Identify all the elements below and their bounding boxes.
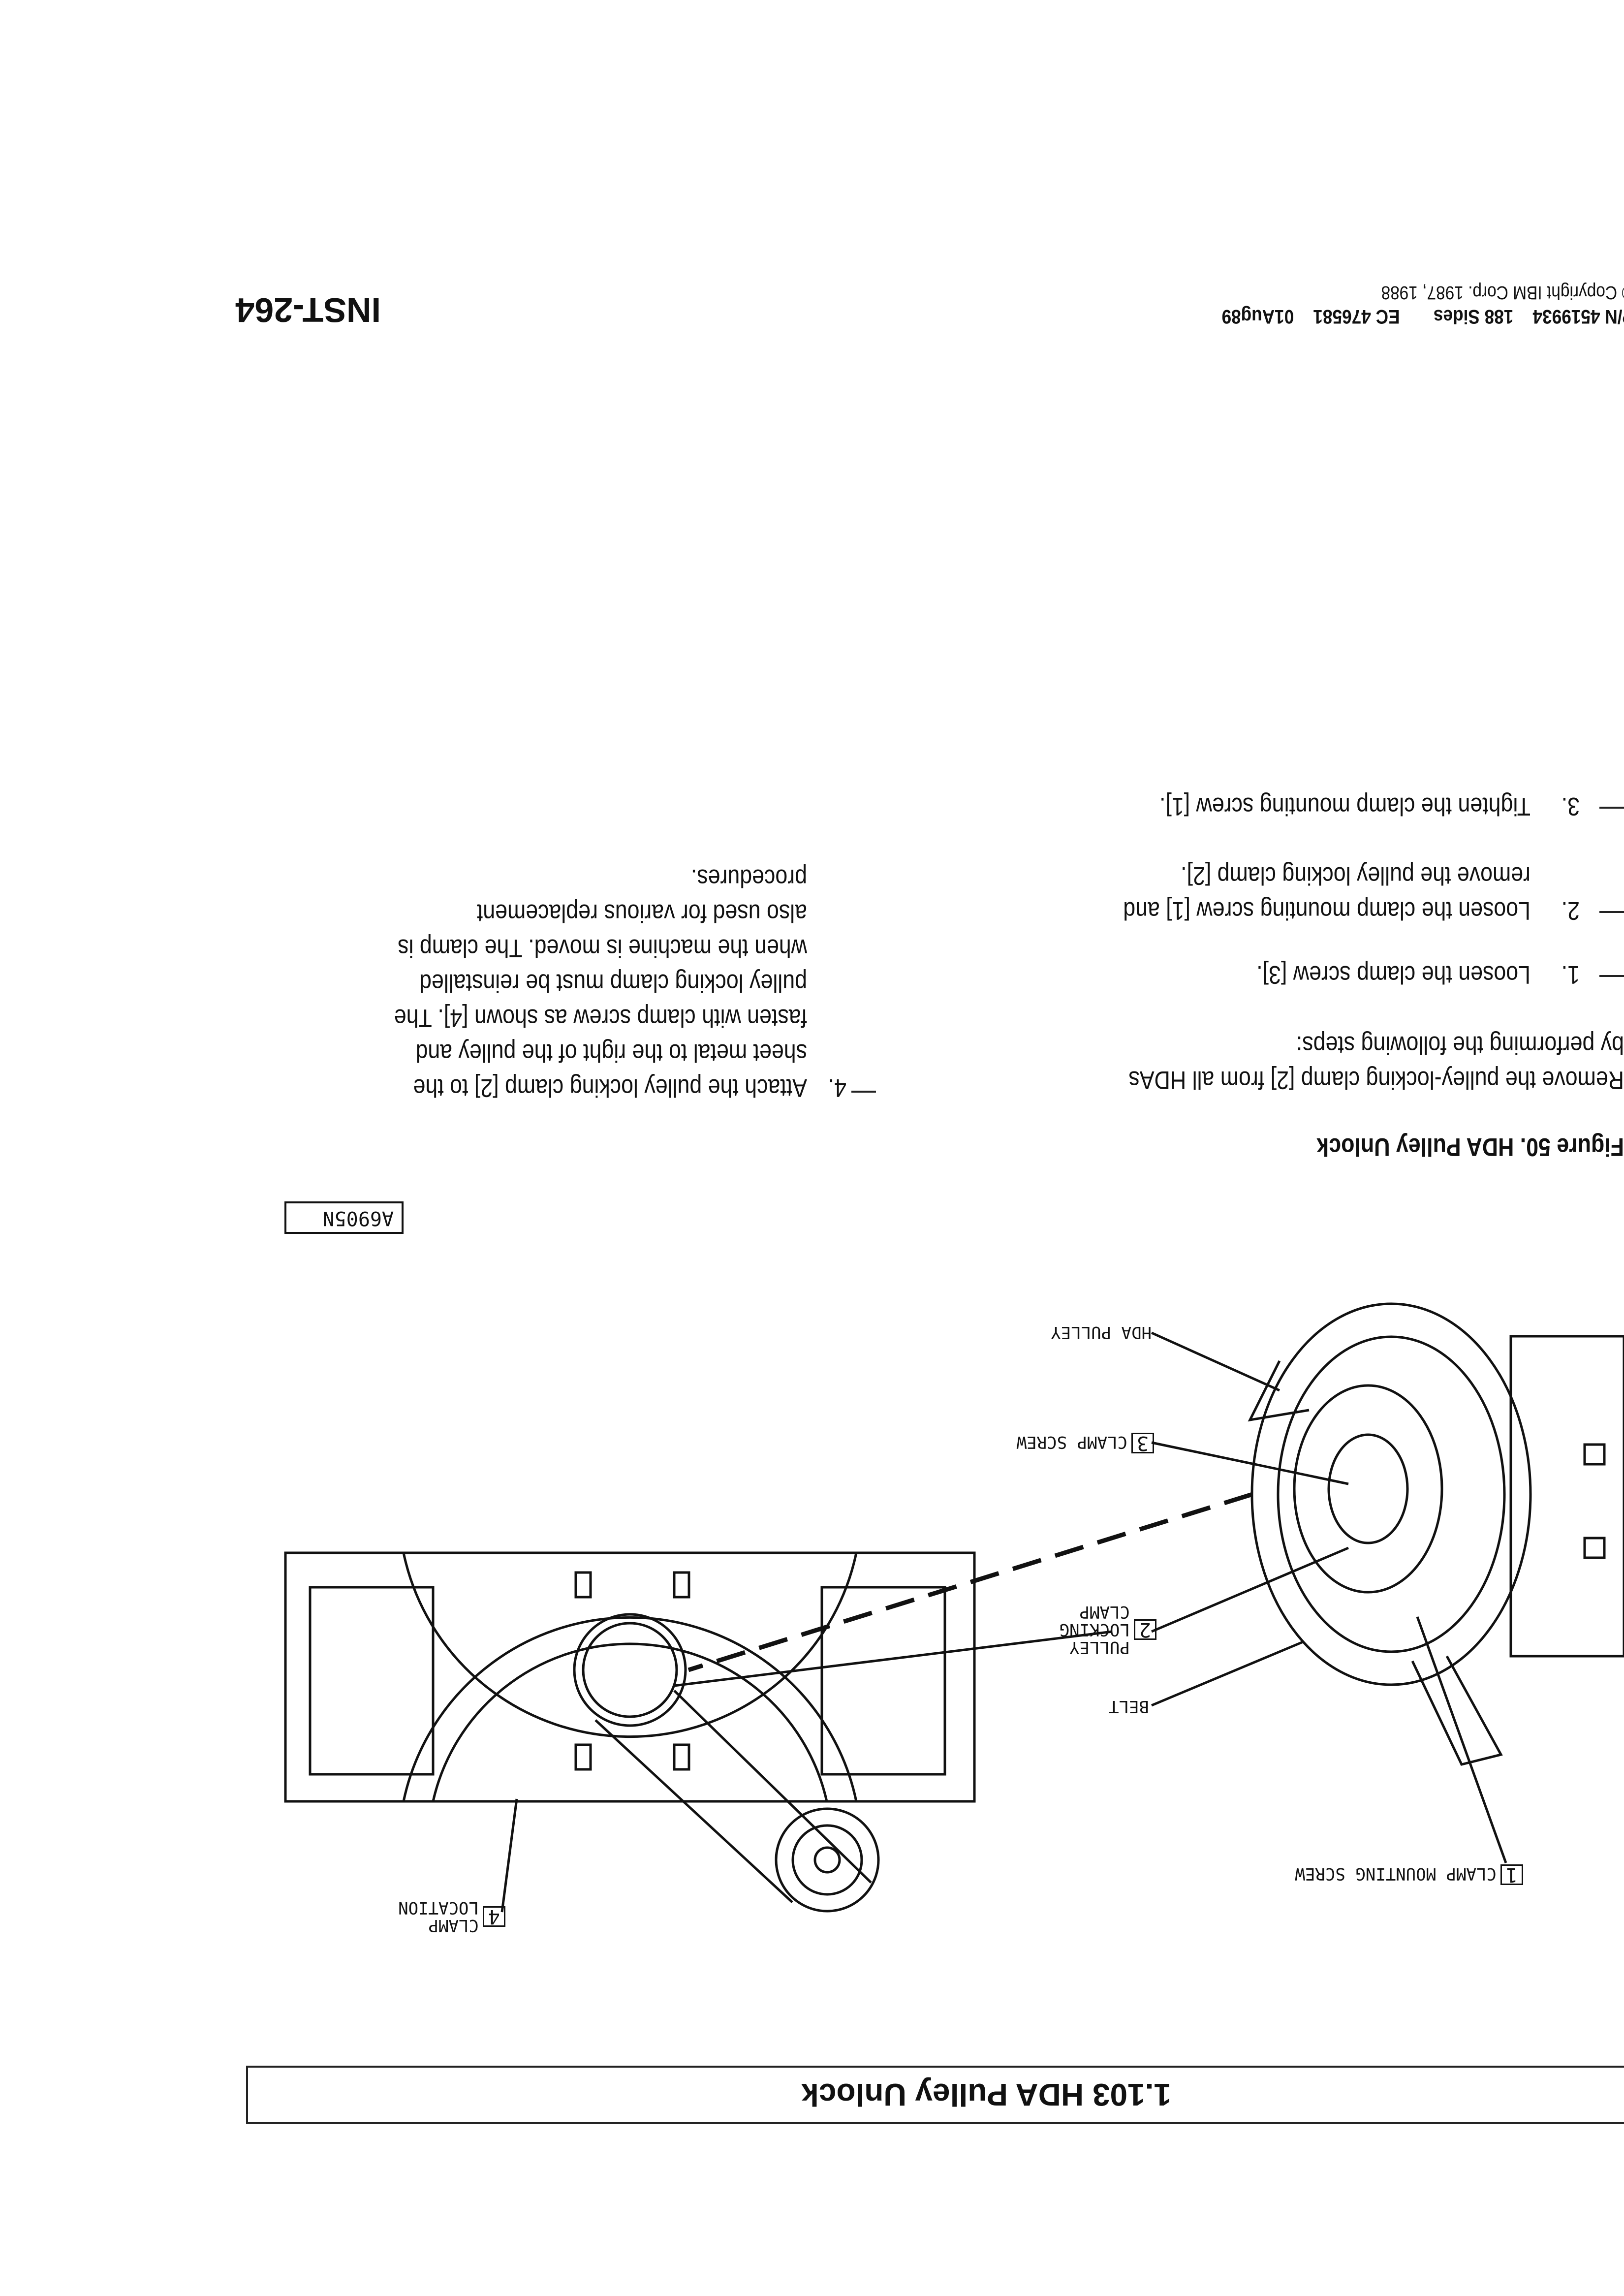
step-2-text: remove the pulley locking clamp [2]. bbox=[1181, 861, 1530, 890]
step-4-text: when the machine is moved. The clamp is bbox=[398, 934, 807, 962]
step-1-number: 1. bbox=[1561, 960, 1580, 989]
callout-number: 4 bbox=[482, 1905, 505, 1928]
footer-pn: P/N 4519934 bbox=[1532, 306, 1624, 327]
label-belt: BELT bbox=[1109, 1697, 1149, 1716]
label-clamp-mounting-screw: 1CLAMP MOUNTING SCREW bbox=[1295, 1863, 1523, 1886]
step-1-text: Loosen the clamp screw [3]. bbox=[1256, 960, 1530, 989]
figure-code: A6905N bbox=[322, 1207, 394, 1229]
callout-number: 3 bbox=[1131, 1432, 1154, 1454]
label-line: LOCATION bbox=[398, 1898, 479, 1918]
step-4-text: sheet metal to the right of the pulley a… bbox=[415, 1038, 807, 1067]
hda-closeup-drawing bbox=[1248, 1302, 1624, 1766]
footer-copyright: © Copyright IBM Corp. 1987, 1988 bbox=[1381, 282, 1624, 303]
step-4-text: Attach the pulley locking clamp [2] to t… bbox=[413, 1073, 807, 1102]
footer-date: 01Aug89 bbox=[1221, 306, 1294, 327]
machine-plan-view-drawing bbox=[284, 1551, 976, 1913]
step-4-text: also used for various replacement bbox=[476, 899, 807, 927]
label-line: CLAMP bbox=[1079, 1602, 1130, 1622]
step-3-text: Tighten the clamp mounting screw [1]. bbox=[1159, 792, 1530, 820]
footer-ec: EC 476581 bbox=[1313, 306, 1400, 327]
label-pulley-locking-clamp: 2 PULLEY LOCKING CLAMP bbox=[1059, 1602, 1156, 1657]
footer-sides: 188 Sides bbox=[1433, 306, 1514, 327]
label-line: LOCKING bbox=[1059, 1620, 1130, 1639]
callout-number: 2 bbox=[1133, 1618, 1156, 1641]
label-line: CLAMP bbox=[428, 1916, 479, 1935]
label-clamp-location: 4 CLAMP LOCATION bbox=[398, 1898, 505, 1935]
label-clamp-screw: 3CLAMP SCREW bbox=[1016, 1432, 1154, 1454]
label-hda-pulley: HDA PULLEY bbox=[1051, 1322, 1152, 1342]
dashed-connector bbox=[687, 1492, 1253, 1672]
footer-part-info: P/N 4519934 188 Sides EC 476581 01Aug89 bbox=[1222, 305, 1624, 327]
label-text: CLAMP MOUNTING SCREW bbox=[1295, 1864, 1497, 1884]
step-4-text: fasten with clamp screw as shown [4]. Th… bbox=[394, 1004, 807, 1032]
step-4-text: procedures. bbox=[690, 864, 807, 892]
intro-line: by performing the following steps: bbox=[1296, 1031, 1624, 1059]
label-line: PULLEY bbox=[1069, 1637, 1130, 1657]
label-text: CLAMP SCREW bbox=[1016, 1432, 1127, 1452]
step-2-text: Loosen the clamp mounting screw [1] and bbox=[1123, 896, 1530, 925]
figure-caption: Figure 50. HDA Pulley Unlock bbox=[1316, 1132, 1624, 1161]
step-2-number: 2. bbox=[1561, 896, 1580, 925]
callout-number: 1 bbox=[1500, 1863, 1523, 1886]
step-3-number: 3. bbox=[1561, 792, 1580, 820]
intro-line: Remove the pulley-locking clamp [2] from… bbox=[1128, 1066, 1624, 1094]
step-4-text: pulley locking clamp must be reinstalled bbox=[419, 969, 807, 997]
page-id: INST-264 bbox=[235, 291, 381, 329]
step-4-number: 4. bbox=[828, 1073, 846, 1102]
